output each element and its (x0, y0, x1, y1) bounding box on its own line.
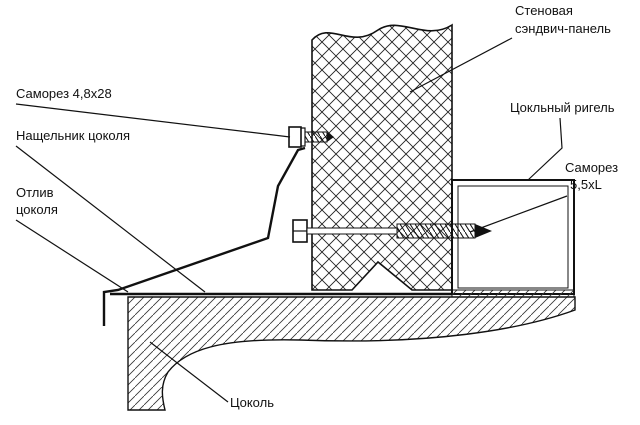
leader-plinth (149, 341, 229, 403)
label-long-screw-1: Саморез (565, 160, 618, 175)
long-screw-tip (475, 224, 492, 238)
small-screw-tip (327, 132, 334, 142)
leader-plinth-flashing (15, 145, 206, 293)
small-screw-thread (304, 131, 328, 143)
leader-plinth-rail (527, 117, 563, 181)
sandwich-panel (311, 23, 453, 291)
leader-drip (15, 219, 129, 293)
leader-long-screw (469, 195, 568, 233)
label-plinth-rail: Цокльный ригель (510, 100, 615, 115)
leader-small-screw (15, 103, 291, 138)
label-wall-panel-1: Стеновая (515, 3, 573, 18)
rail-seal (451, 289, 575, 298)
label-plinth-flashing: Нащельник цоколя (16, 128, 130, 143)
small-screw-head (288, 126, 302, 148)
label-drip-1: Отлив (16, 185, 54, 200)
label-small-screw: Саморез 4,8х28 (16, 86, 112, 101)
label-long-screw-2: 5,5xL (570, 177, 602, 192)
label-plinth: Цоколь (230, 395, 274, 410)
leader-wall-panel (409, 37, 513, 93)
long-screw-shank (306, 227, 398, 235)
label-wall-panel-2: сэндвич-панель (515, 21, 611, 36)
long-screw-thread (396, 223, 476, 239)
label-drip-2: цоколя (16, 202, 58, 217)
plinth-base (127, 296, 576, 411)
plinth-flashing-profile (102, 146, 306, 326)
